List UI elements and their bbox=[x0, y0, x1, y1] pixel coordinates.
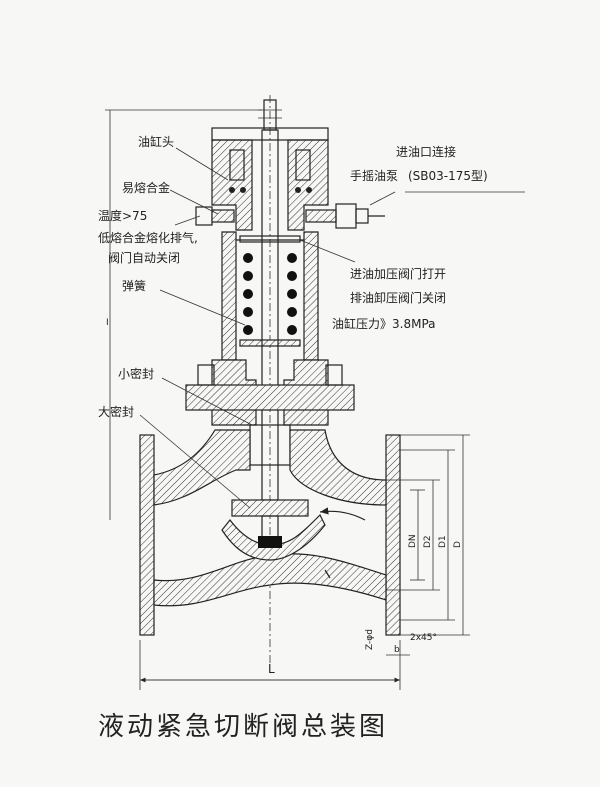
fusible-plug bbox=[195, 206, 235, 226]
label-auto-close: 阀门自动关闭 bbox=[108, 250, 180, 265]
label-temp: 温度>75 bbox=[98, 208, 147, 223]
dim-chamfer: 2x45° bbox=[410, 633, 437, 643]
leader-lines bbox=[139, 147, 525, 509]
drawing-title: 液动紧急切断阀总装图 bbox=[98, 712, 388, 742]
dim-D: D bbox=[453, 541, 463, 548]
dim-D2: D2 bbox=[423, 535, 433, 548]
label-pressure: 油缸压力》3.8MPa bbox=[332, 316, 436, 331]
label-hand-pump: 手摇油泵 bbox=[350, 169, 398, 183]
label-close: 排油卸压阀门关闭 bbox=[350, 290, 446, 305]
label-large-seal: 大密封 bbox=[98, 404, 134, 419]
dim-DN: DN bbox=[408, 534, 418, 548]
spring bbox=[243, 253, 297, 335]
label-fusible-alloy: 易熔合金 bbox=[122, 180, 170, 195]
oil-inlet-connector bbox=[305, 203, 385, 229]
dim-Zd: Z-φd bbox=[365, 629, 375, 650]
label-open: 进油加压阀门打开 bbox=[350, 266, 446, 281]
label-pump-model: (SB03-175型) bbox=[408, 169, 488, 183]
cylinder-body bbox=[221, 231, 319, 361]
label-spring: 弹簧 bbox=[122, 278, 146, 293]
label-small-seal: 小密封 bbox=[118, 366, 154, 381]
dim-L: L bbox=[268, 662, 275, 676]
cylinder-head bbox=[211, 127, 329, 231]
bonnet bbox=[185, 359, 355, 466]
label-inlet-conn: 进油口连接 bbox=[396, 144, 456, 159]
dim-b: b bbox=[394, 645, 400, 655]
label-cylinder-head: 油缸头 bbox=[138, 134, 174, 149]
dim-D1: D1 bbox=[438, 535, 448, 548]
label-melt-vent: 低熔合金熔化排气, bbox=[98, 230, 198, 245]
dimension-lines bbox=[105, 109, 470, 690]
dim-I: I bbox=[106, 318, 109, 328]
